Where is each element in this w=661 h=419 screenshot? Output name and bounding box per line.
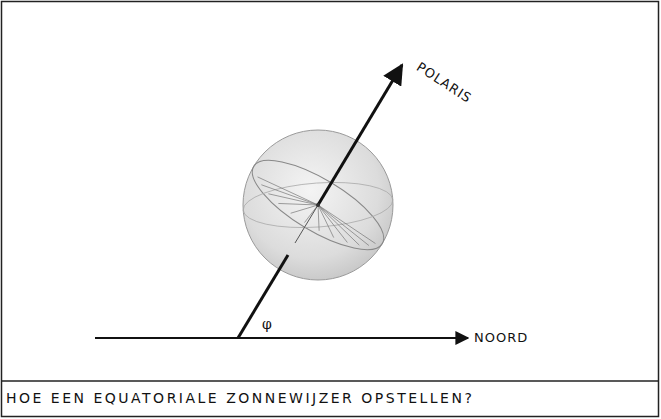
horizon-ellipse (242, 178, 395, 232)
hour-line (318, 205, 334, 238)
hour-lines (258, 177, 376, 246)
hour-line (258, 177, 318, 205)
hour-line (268, 194, 318, 205)
hour-line (318, 205, 347, 242)
sphere-centre (316, 203, 320, 207)
pole-star-label: POLARIS (414, 59, 475, 106)
celestial-sphere (243, 130, 393, 280)
equator-ellipse (240, 144, 395, 266)
north-arrow (95, 337, 468, 339)
polar-axis-lower (238, 255, 288, 338)
direction-label: NOORD (474, 330, 528, 345)
hour-line (318, 205, 375, 244)
caption-divider (2, 380, 660, 382)
polar-axis-inside (295, 205, 318, 243)
hour-line (318, 205, 319, 231)
hour-line (318, 205, 369, 246)
angle-label: φ (262, 316, 272, 332)
polar-axis-arrow (318, 65, 402, 205)
hour-line (318, 205, 359, 245)
caption: HOE EEN EQUATORIALE ZONNEWIJZER OPSTELLE… (6, 390, 474, 406)
hour-line (261, 185, 318, 205)
